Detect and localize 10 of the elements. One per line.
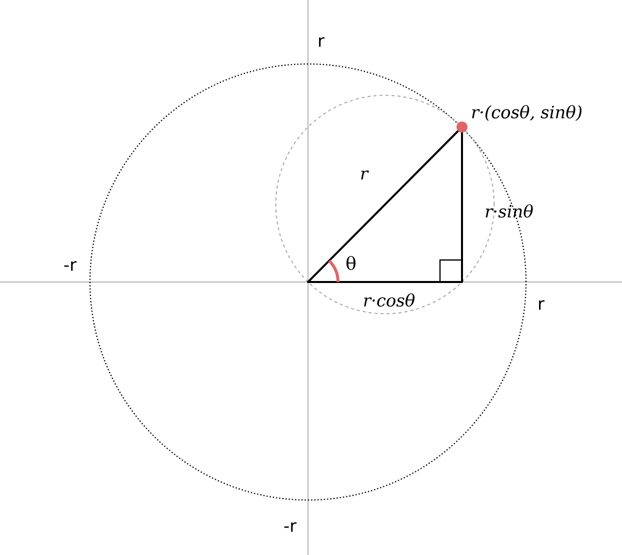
point-marker bbox=[456, 122, 468, 132]
axis-label: -r bbox=[284, 522, 297, 532]
axis-label: r bbox=[319, 37, 324, 47]
axis-label: r bbox=[539, 300, 544, 310]
side-label: r·sinθ bbox=[486, 204, 533, 218]
side-label: r·cosθ bbox=[362, 292, 416, 308]
angle-label: θ bbox=[346, 256, 356, 270]
axis-label: -r bbox=[64, 261, 77, 271]
side-label: r bbox=[361, 170, 369, 180]
point-label: r·(cosθ, sinθ) bbox=[472, 105, 582, 121]
